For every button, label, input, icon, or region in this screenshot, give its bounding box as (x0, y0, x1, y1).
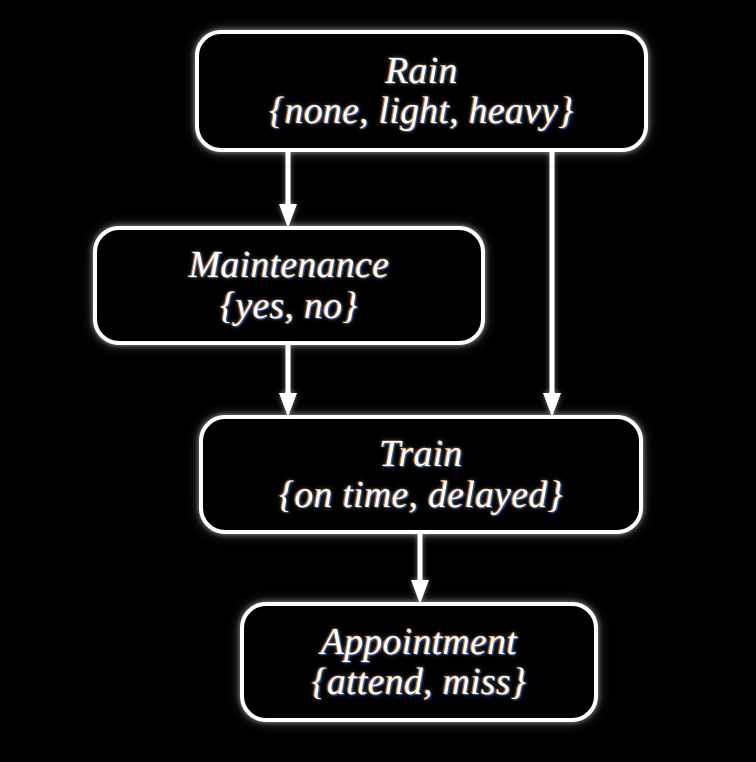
edge-rain-to-maintenance-arrow (276, 152, 300, 228)
node-rain-states: {none, light, heavy} (269, 90, 574, 132)
node-rain[interactable]: Rain {none, light, heavy} (195, 30, 648, 152)
node-train[interactable]: Train {on time, delayed} (199, 415, 643, 534)
node-maintenance[interactable]: Maintenance {yes, no} (93, 226, 485, 345)
edge-maintenance-to-train-arrow (276, 345, 300, 417)
node-maintenance-label: Maintenance (188, 244, 390, 287)
node-maintenance-states: {yes, no} (220, 284, 358, 327)
node-rain-label: Rain (385, 49, 458, 92)
node-train-label: Train (379, 433, 463, 476)
node-appointment[interactable]: Appointment {attend, miss} (240, 602, 598, 722)
node-train-states: {on time, delayed} (278, 473, 564, 516)
edge-rain-to-train-arrow (540, 152, 564, 417)
node-appointment-states: {attend, miss} (311, 661, 527, 703)
edge-train-to-appointment-arrow (408, 534, 432, 604)
node-appointment-label: Appointment (320, 620, 518, 663)
